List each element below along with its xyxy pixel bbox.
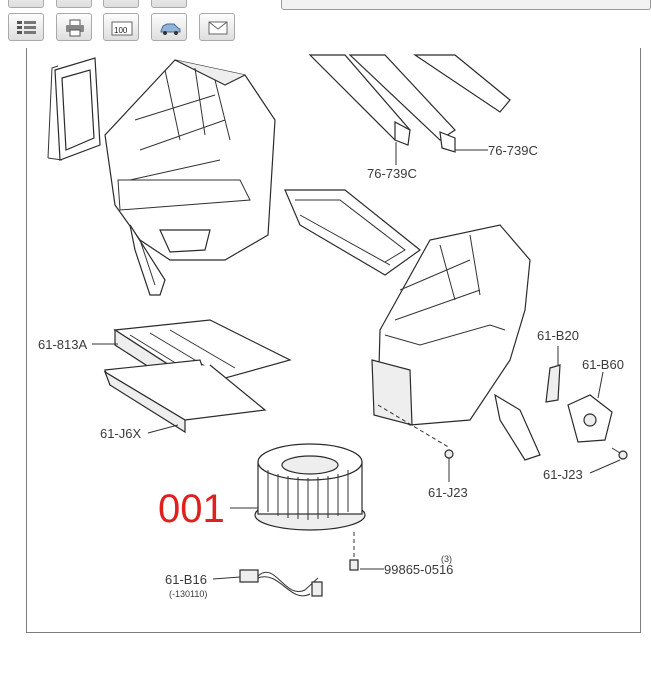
duct-left [47,57,101,161]
heater-unit-upper [104,59,276,296]
label-61-b16-note: (-130110) [169,589,207,599]
seal-strips [308,54,511,153]
label-76-739c-right: 76-739C [488,143,538,158]
printer-icon [66,19,84,37]
label-61-j23-right: 61-J23 [543,467,583,482]
label-61-b16: 61-B16 [165,572,207,587]
car-icon [160,23,181,35]
screw-99865 [349,532,359,571]
label-61-b60: 61-B60 [582,357,624,372]
vehicle-button[interactable] [151,13,187,41]
email-button[interactable] [199,13,235,41]
label-76-739c-left: 76-739C [367,166,417,181]
toolbar-button-top-4[interactable] [151,0,187,8]
filter-frame [284,189,421,276]
label-99865-0516: 99865-0516 [384,562,453,577]
label-61-j23-center: 61-J23 [428,485,468,500]
print-button[interactable] [56,13,92,41]
zoom-100-icon: 100 [111,21,133,36]
toolbar-button-top-2[interactable] [56,0,92,8]
wire-harness [239,569,323,597]
toolbar-button-top-3[interactable] [103,0,139,8]
label-61-b20: 61-B20 [537,328,579,343]
sensor-b20 [545,364,561,403]
actuator-b60 [567,394,613,443]
zoom-100-button[interactable]: 100 [103,13,139,41]
blower-motor [254,443,366,531]
label-61-813a: 61-813A [38,337,87,352]
toolbar: 100 [0,0,651,48]
list-icon [17,21,36,34]
blower-housing [371,224,541,461]
toolbar-button-top-1[interactable] [8,0,44,8]
callout-001: 001 [158,487,225,531]
screw-j23-center [444,449,454,470]
screw-j23-right [611,447,628,460]
filter-lower [103,359,267,434]
list-view-button[interactable] [8,13,44,41]
svg-text:100: 100 [114,26,128,35]
envelope-icon [208,21,228,35]
label-qty-3: (3) [441,554,452,564]
label-61-j6x: 61-J6X [100,426,142,441]
